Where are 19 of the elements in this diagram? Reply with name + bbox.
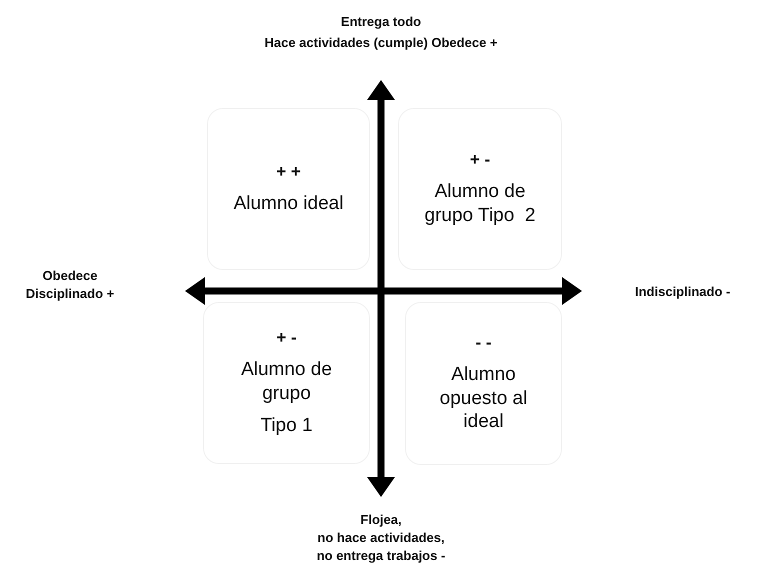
- axis-label: Entrega todo: [340, 14, 422, 29]
- sign-text: + -: [470, 150, 490, 170]
- sign-text: + -: [276, 328, 297, 348]
- sign-text: + +: [276, 162, 301, 182]
- axis-label: Flojea,: [360, 512, 402, 527]
- quadrant-box: [405, 302, 562, 465]
- quadrant-label: Tipo 1: [260, 414, 313, 438]
- axis-label: Hace actividades (cumple) Obedece +: [264, 35, 498, 50]
- quadrant-label: Alumno de grupo: [240, 358, 333, 406]
- axis-label: no entrega trabajos -: [316, 548, 446, 563]
- axis-label: Disciplinado +: [26, 286, 114, 301]
- axis-label: Indisciplinado -: [635, 284, 730, 299]
- quadrant-label: Alumno ideal: [234, 192, 344, 216]
- quadrant-label: Alumno opuesto al ideal: [438, 362, 528, 434]
- quadrant-label: Alumno de grupo Tipo 2: [424, 180, 536, 228]
- axis-label: no hace actividades,: [317, 530, 445, 545]
- sign-text: - -: [475, 332, 492, 353]
- quadrant-box: [203, 302, 370, 464]
- axis-label: Obedece: [42, 268, 98, 283]
